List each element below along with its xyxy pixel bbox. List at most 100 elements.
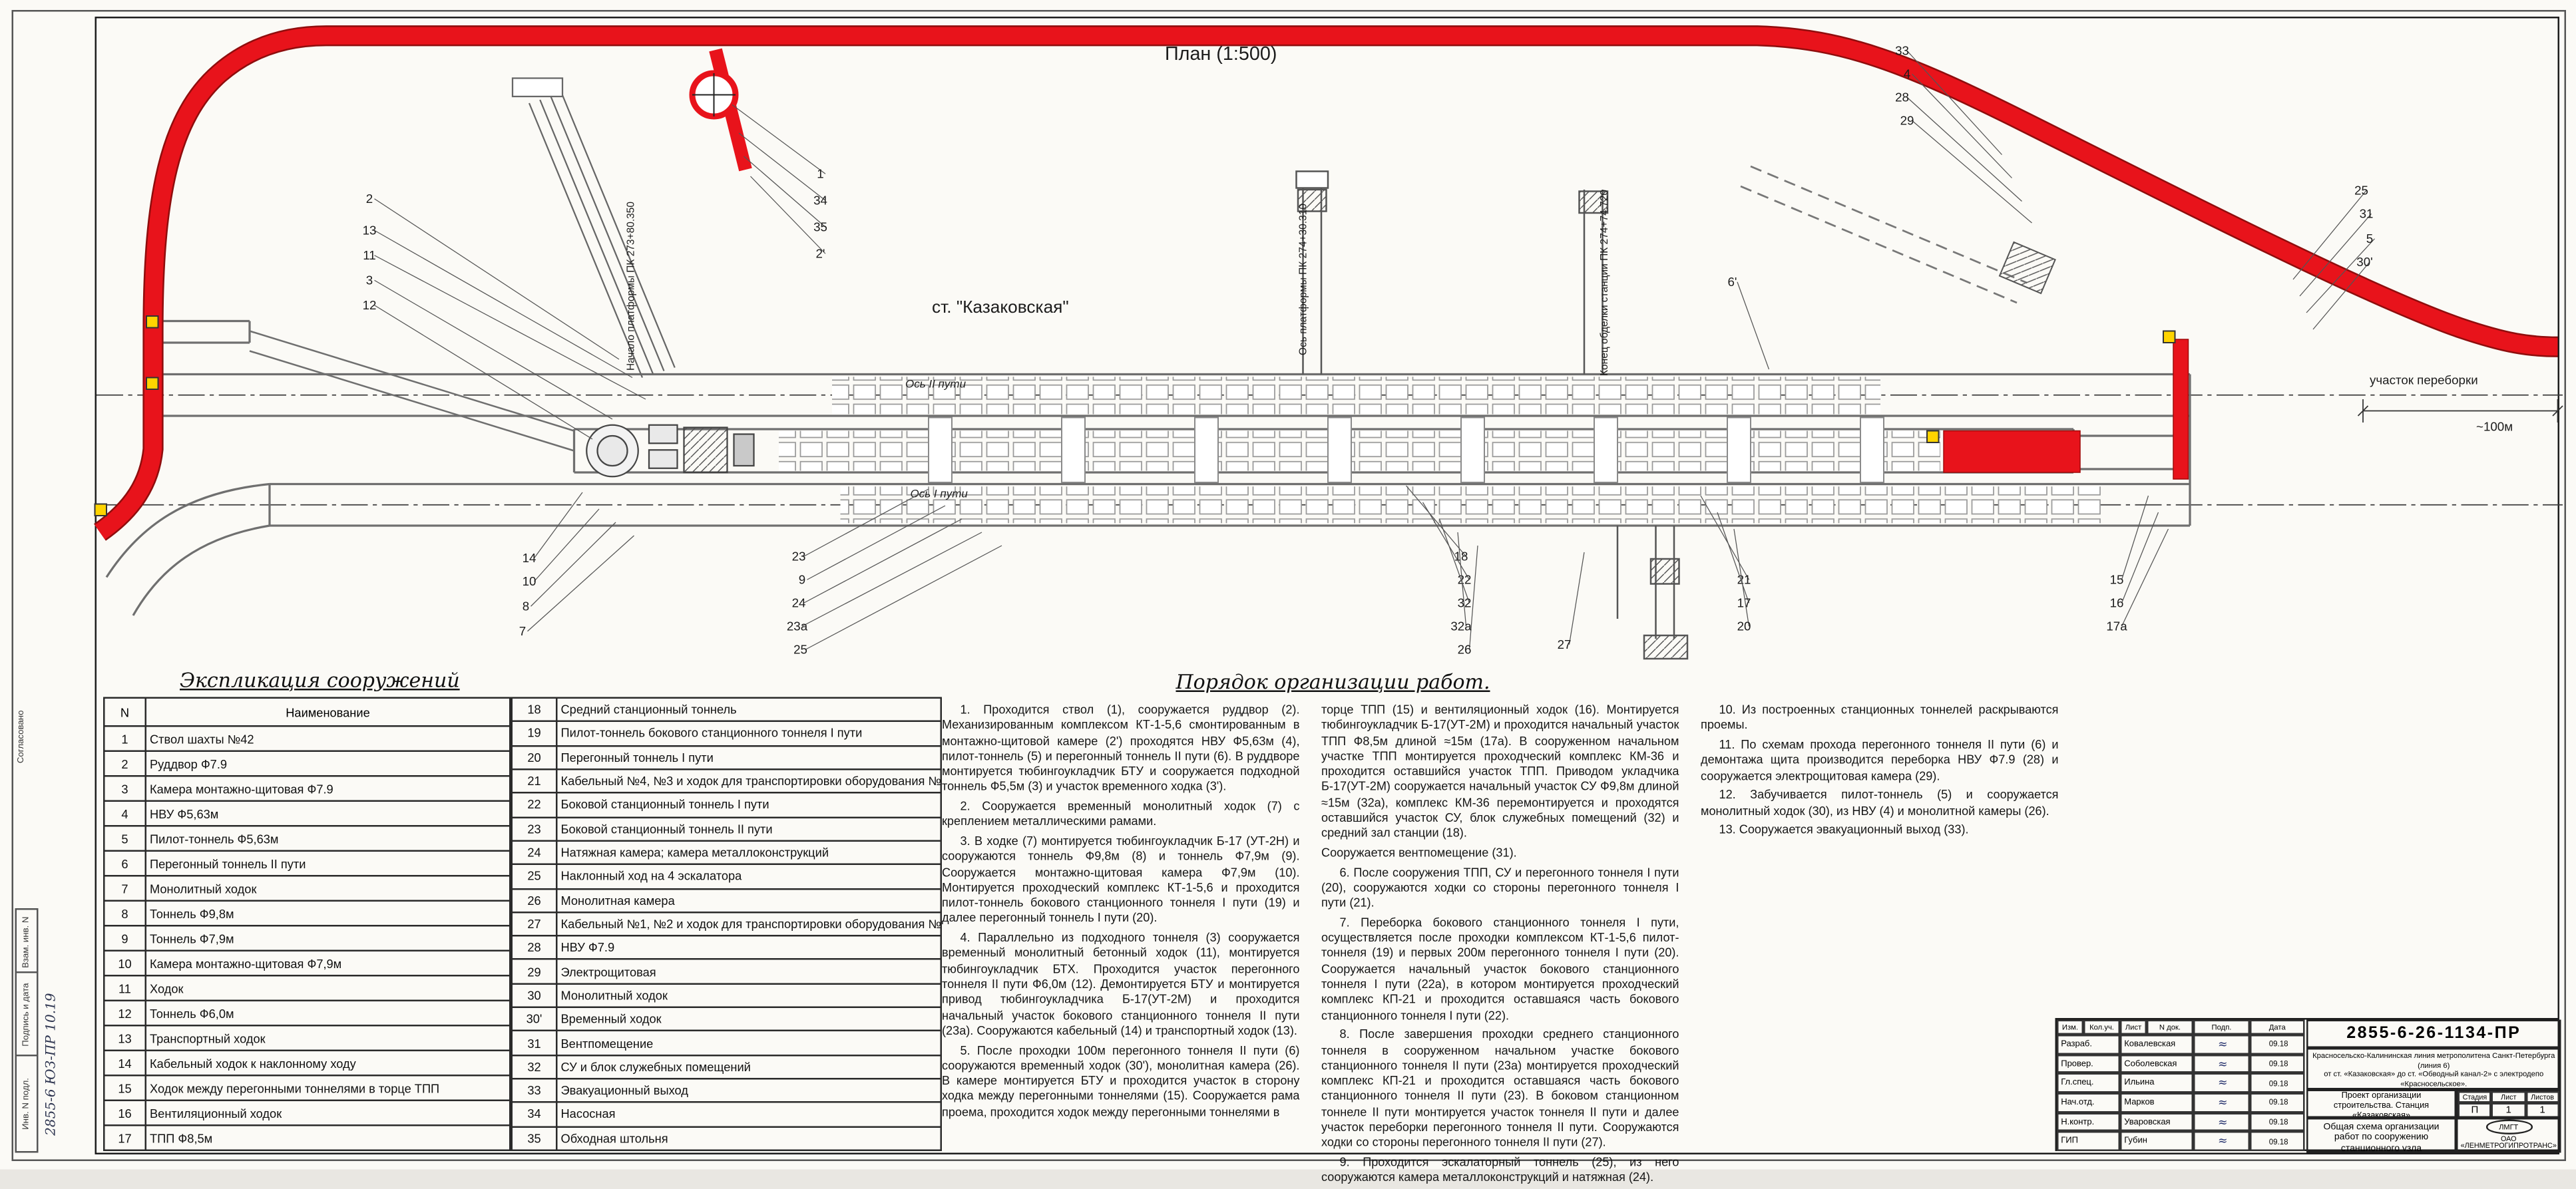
callout-26: 26 <box>1458 643 1472 657</box>
signature-cell-sig: ≈ <box>2193 1073 2250 1093</box>
station-label: ст. "Казаковская" <box>932 297 1069 317</box>
rework-label: участок переборки <box>2370 373 2478 387</box>
signature-cell-name: Губин <box>2120 1132 2193 1151</box>
signature-cell-date: 09.18 <box>2250 1073 2305 1093</box>
tb-header-cell: Кол.уч. <box>2083 1020 2120 1035</box>
signature-cell-role: Н.контр. <box>2057 1112 2120 1132</box>
stage-label: Листов <box>2525 1091 2559 1103</box>
axis1-label: Ось I пути <box>911 488 968 500</box>
tb-header-cell: Подп. <box>2193 1020 2250 1035</box>
callout-14: 14 <box>523 551 537 565</box>
work-paragraph: 4. Параллельно из подходного тоннеля (3)… <box>942 930 1300 1038</box>
callout-23а: 23а <box>787 619 808 633</box>
signature-row: Разраб.Ковалевская≈09.18 <box>2057 1035 2306 1054</box>
work-paragraph: 8. После завершения проходки среднего ст… <box>1321 1027 1679 1150</box>
agreed-label: Согласовано <box>17 679 27 795</box>
work-col-3: 10. Из построенных станционных тоннелей … <box>1701 702 2059 1189</box>
project-description: Красносельско-Калининская линия метропол… <box>2306 1048 2561 1090</box>
signature-cell-name: Ковалевская <box>2120 1035 2193 1054</box>
signature-row: Гл.спец.Ильина≈09.18 <box>2057 1073 2306 1093</box>
signature-cell-sig: ≈ <box>2193 1054 2250 1073</box>
work-paragraph: 12. Забучивается пилот-тоннель (5) и соо… <box>1701 787 2059 818</box>
callout-17а: 17а <box>2106 619 2127 633</box>
plan-title: План (1:500) <box>1165 43 1277 65</box>
callout-11: 11 <box>363 248 375 262</box>
callout-4: 4 <box>1904 67 1910 81</box>
signature-cell-role: Провер. <box>2057 1054 2120 1073</box>
stage-value: 1 <box>2525 1103 2559 1118</box>
drawing-number: 2855-6-26-1134-ПР <box>2306 1020 2561 1049</box>
tb-header-cell: N док. <box>2147 1020 2193 1035</box>
callout-3: 3 <box>366 273 373 287</box>
work-paragraph: 11. По схемам прохода перегонного тоннел… <box>1701 737 2059 783</box>
callout-8: 8 <box>523 599 529 613</box>
stage-value: П <box>2458 1103 2492 1118</box>
callout-16: 16 <box>2110 596 2124 610</box>
escalator-incline <box>513 79 675 378</box>
work-paragraph: 13. Сооружается эвакуационный выход (33)… <box>1701 822 2059 838</box>
tb-header-cell: Дата <box>2250 1020 2305 1035</box>
callout-34: 34 <box>813 194 827 208</box>
explication-header-name: Наименование <box>146 698 511 727</box>
callout-20: 20 <box>1737 619 1751 633</box>
frame-box-podpis: Подпись и дата <box>14 971 37 1058</box>
rework-length: ~100м <box>2476 420 2513 434</box>
signature-cell-date: 09.18 <box>2250 1035 2305 1054</box>
signature-cell-date: 09.18 <box>2250 1093 2305 1112</box>
signature-cell-name: Ильина <box>2120 1073 2193 1093</box>
signature-row: Нач.отд.Марков≈09.18 <box>2057 1093 2306 1112</box>
work-paragraph: 10. Из построенных станционных тоннелей … <box>1701 702 2059 733</box>
callout-31: 31 <box>2360 207 2374 221</box>
work-paragraph: торце ТПП (15) и вентиляционный ходок (1… <box>1321 702 1679 840</box>
callout-2': 2' <box>815 247 825 261</box>
work-paragraph: 1. Проходится ствол (1), сооружается руд… <box>942 702 1300 794</box>
stage-value: 1 <box>2491 1103 2525 1118</box>
callout-17: 17 <box>1737 596 1751 610</box>
signature-cell-sig: ≈ <box>2193 1132 2250 1151</box>
project-object: Проект организации строительства. Станци… <box>2306 1090 2456 1118</box>
explication-header-n: N <box>104 698 146 727</box>
org-name: ОАО «ЛЕНМЕТРОГИПРОТРАНС» <box>2458 1135 2560 1151</box>
callout-24: 24 <box>792 596 806 610</box>
work-col-1: 1. Проходится ствол (1), сооружается руд… <box>942 702 1300 1189</box>
work-paragraph: Сооружается вентпомещение (31). <box>1321 845 1679 860</box>
explication-row: 30'Временный ходок <box>512 1007 941 1031</box>
project-line: от ст. «Казаковская» до ст. «Обводный ка… <box>2312 1070 2557 1089</box>
callout-10: 10 <box>523 574 537 588</box>
callout-28: 28 <box>1895 90 1909 104</box>
callout-9: 9 <box>799 573 805 587</box>
callout-32а: 32а <box>1450 619 1472 633</box>
vertical-label: Начало платформы ПК 273+80.350 <box>626 202 637 371</box>
callout-29: 29 <box>1900 114 1914 128</box>
work-paragraph: 7. Переборка бокового станционного тонне… <box>1321 915 1679 1023</box>
